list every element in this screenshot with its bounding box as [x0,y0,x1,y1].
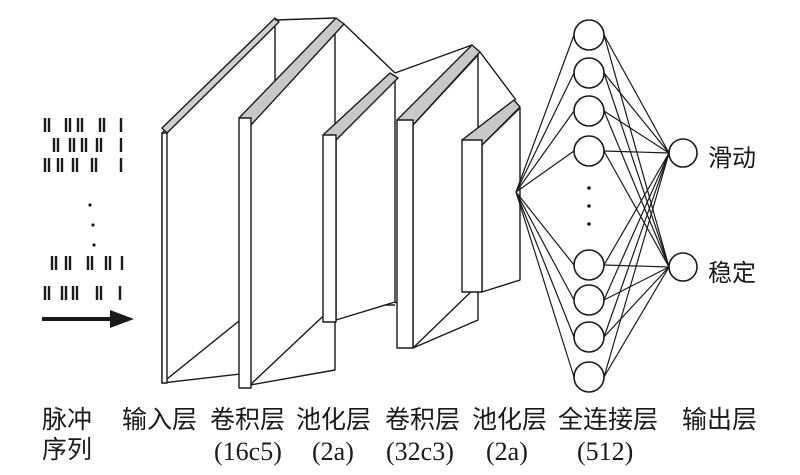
input-label-line2: 序列 [42,435,93,464]
input-sequence-label: 脉冲 序列 [42,405,92,465]
pool-to-fc-edge [515,191,575,338]
fc-neuron [573,95,605,127]
fc-neuron [573,57,605,89]
layer-name-pool2: 池化层 [472,405,548,434]
fc-to-output-edge [603,152,670,378]
fc-neuron [573,249,605,281]
fc-connections [515,34,670,378]
pool-to-fc-edge [515,34,575,193]
output-nodes [668,138,698,282]
time-arrow [42,310,134,328]
fc-to-output-edge [603,152,670,301]
layer-name-fc: 全连接层 [558,405,659,434]
fc-neuron [573,321,605,353]
fc-ellipsis-dot [587,204,591,208]
pool-to-fc-edge [515,110,575,193]
fc-to-output-edge [603,34,670,154]
pool-to-fc-edge [515,191,575,378]
output-label-slide: 滑动 [708,144,756,172]
fc-ellipsis-dot [587,222,591,226]
fc-neuron [573,19,605,51]
spike-ellipsis-dot [88,203,92,207]
layer-param-pool1: (2a) [312,437,354,466]
pool2-layer-block [461,99,521,293]
layer-param-pool2: (2a) [486,437,528,466]
pool-to-fc-edge [515,72,575,193]
layer-name-output: 输出层 [682,405,758,434]
input-label-line1: 脉冲 [42,405,93,434]
fc-to-output-edge [603,266,670,338]
spike-ellipsis-dot [91,223,95,227]
fc-nodes [573,19,605,393]
fc-to-output-edge [603,266,670,301]
fc-to-output-edge [603,110,670,268]
layer-name-conv1: 卷积层 [210,405,286,434]
output-neuron [668,138,698,168]
fc-to-output-edge [603,72,670,154]
fc-to-output-edge [603,152,670,266]
fc-to-output-edge [603,72,670,268]
fc-ellipsis-dot [587,186,591,190]
pool-to-fc-edge [515,150,575,193]
pool-to-fc-edge [515,191,575,301]
fc-to-output-edge [603,152,670,338]
fc-to-output-edge [603,110,670,154]
fc-to-output-edge [603,150,670,154]
layer-param-conv2: (32c3) [386,437,454,466]
layer-param-conv1: (16c5) [214,437,282,466]
fc-to-output-edge [603,34,670,268]
output-neuron [668,252,698,282]
pool-to-fc-edge [515,191,575,266]
spike-ellipsis-dot [92,243,96,247]
layer-param-fc: (512) [577,437,634,466]
fc-neuron [573,135,605,167]
fc-neuron [573,361,605,393]
layer-name-conv2: 卷积层 [385,405,461,434]
layer-name-input: 输入层 [122,405,198,434]
conv1-layer-block [238,17,345,389]
layer-name-pool1: 池化层 [296,405,372,434]
fc-neuron [573,284,605,316]
output-label-stable: 稳定 [708,259,756,287]
fc-to-output-edge [603,266,670,378]
spike-train [43,118,124,300]
